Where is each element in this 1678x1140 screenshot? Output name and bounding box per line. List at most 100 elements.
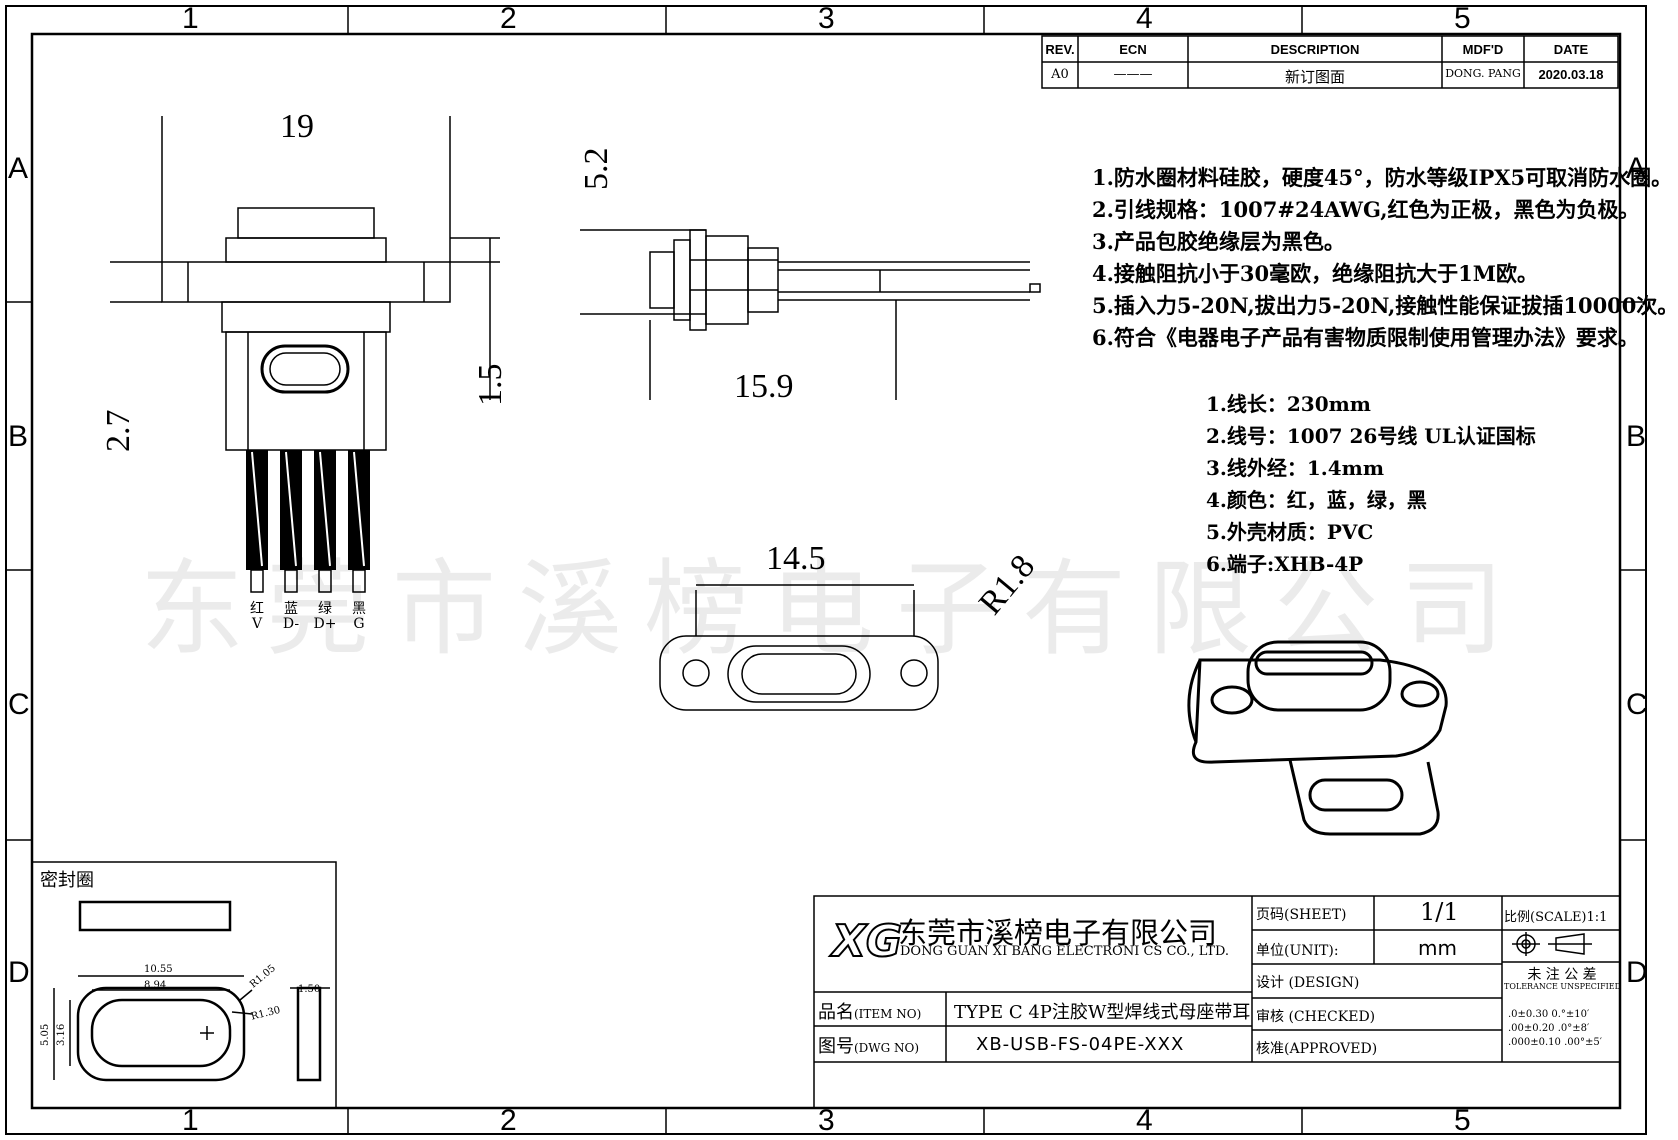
item-label-en: (ITEM NO) bbox=[854, 1007, 922, 1021]
svg-text:XG: XG bbox=[829, 916, 902, 967]
tolerance-row: .000±0.10 .00°±5′ bbox=[1508, 1037, 1603, 1048]
zone-column-1-bottom: 1 bbox=[182, 1104, 199, 1137]
approved-label: 核准(APPROVED) bbox=[1256, 1041, 1378, 1057]
wire-spec-item: 4.颜色：红，蓝，绿，黑 bbox=[1206, 488, 1427, 512]
wire-color-4: 黑 bbox=[352, 601, 366, 617]
zone-column-2-bottom: 2 bbox=[500, 1104, 517, 1137]
tolerance-table: .0±0.30 0.°±10′ .00±0.20 .0°±8′ .000±0.1… bbox=[1508, 1008, 1602, 1050]
wire-spec-item: 3.线外经：1.4mm bbox=[1206, 456, 1384, 480]
zone-column-5-bottom: 5 bbox=[1454, 1104, 1471, 1137]
zone-row-a: A bbox=[8, 152, 29, 185]
note-item: 4.接触阻抗小于30毫欧，绝缘阻抗大于1M欧。 bbox=[1092, 261, 1539, 286]
seal-detail bbox=[31, 861, 337, 1109]
dwg-label-cn: 图号 bbox=[818, 1036, 854, 1057]
scale-label: 比例(SCALE)1:1 bbox=[1504, 910, 1608, 925]
dim-front-height: 2.7 bbox=[100, 409, 137, 453]
description-value: 新订图面 bbox=[1284, 68, 1345, 86]
item-label-cn: 品名 bbox=[818, 1002, 854, 1023]
dim-side-length: 15.9 bbox=[734, 368, 794, 405]
front-wires bbox=[246, 450, 370, 593]
zone-column-3-bottom: 3 bbox=[818, 1104, 835, 1137]
tolerance-title-en: TOLERANCE UNSPECIFIED bbox=[1504, 982, 1622, 991]
company-name-en: DONG GUAN XI BANG ELECTRONI CS CO., LTD. bbox=[900, 944, 1230, 959]
company-watermark: 东莞市溪榜电子有限公司 bbox=[140, 548, 1527, 670]
tolerance-row: .00±0.20 .0°±8′ bbox=[1508, 1023, 1590, 1034]
modified-by-value: DONG. PANG bbox=[1445, 67, 1521, 80]
zone-dividers bbox=[6, 6, 1646, 1134]
sheet-label: 页码(SHEET) bbox=[1256, 907, 1347, 923]
flange-view bbox=[659, 584, 939, 711]
drawing-number-value: XB-USB-FS-04PE-XXX bbox=[976, 1034, 1185, 1055]
zone-column-5: 5 bbox=[1454, 2, 1471, 35]
dwg-label-en: (DWG NO) bbox=[854, 1041, 920, 1055]
item-value: TYPE C 4P注胶W型焊线式母座带耳 bbox=[954, 1002, 1251, 1023]
description-header: DESCRIPTION bbox=[1270, 42, 1360, 57]
tolerance-title-cn: 未 注 公 差 bbox=[1527, 967, 1597, 983]
dim-front-width: 19 bbox=[280, 108, 314, 145]
wire-signal-1: V bbox=[251, 616, 263, 632]
rev-value: A0 bbox=[1051, 67, 1069, 82]
dim-flange-width: 14.5 bbox=[766, 540, 826, 577]
technical-notes: 1.防水圈材料硅胶，硬度45°，防水等级IPX5可取消防水圈。 2.引线规格：1… bbox=[1092, 162, 1678, 354]
ecn-header: ECN bbox=[1119, 42, 1147, 57]
modified-by-header: MDF'D bbox=[1462, 42, 1504, 57]
sheet-value: 1/1 bbox=[1420, 898, 1459, 926]
zone-column-1: 1 bbox=[182, 2, 199, 35]
wire-color-2: 蓝 bbox=[284, 601, 298, 617]
note-item: 5.插入力5-20N,拔出力5-20N,接触性能保证拔插10000次。 bbox=[1092, 293, 1678, 318]
revision-table-grid bbox=[1041, 35, 1619, 89]
ecn-value: ——— bbox=[1113, 67, 1153, 82]
zone-row-d-right: D bbox=[1626, 956, 1648, 989]
zone-column-4: 4 bbox=[1136, 2, 1153, 35]
wire-spec-item: 6.端子:XHB-4P bbox=[1206, 552, 1364, 576]
zone-row-c-right: C bbox=[1626, 688, 1648, 721]
title-block-grid bbox=[813, 895, 1621, 1109]
seal-height-inner: 3.16 bbox=[56, 1023, 67, 1046]
isometric-view bbox=[1187, 640, 1448, 836]
rev-header: REV. bbox=[1045, 42, 1075, 57]
drawing-number-label: 图号(DWG NO) bbox=[818, 1032, 919, 1058]
checked-label: 审核 (CHECKED) bbox=[1256, 1009, 1376, 1025]
note-item: 1.防水圈材料硅胶，硬度45°，防水等级IPX5可取消防水圈。 bbox=[1092, 165, 1673, 190]
front-view bbox=[110, 116, 500, 451]
zone-column-4-bottom: 4 bbox=[1136, 1104, 1153, 1137]
wire-color-3: 绿 bbox=[318, 601, 332, 617]
seal-thickness: 1.50 bbox=[298, 984, 321, 995]
seal-title: 密封圈 bbox=[40, 870, 94, 891]
wire-color-1: 红 bbox=[250, 601, 264, 617]
side-view bbox=[580, 229, 1041, 400]
zone-row-c: C bbox=[8, 688, 30, 721]
date-header: DATE bbox=[1553, 42, 1589, 57]
zone-row-a-right: A bbox=[1626, 152, 1647, 185]
seal-outer-width: 10.55 bbox=[144, 964, 173, 975]
wire-specifications: 1.线长：230mm 2.线号：1007 26号线 UL认证国标 3.线外经：1… bbox=[1206, 388, 1536, 580]
seal-height-outer: 5.05 bbox=[40, 1023, 51, 1046]
wire-signal-2: D- bbox=[282, 616, 300, 632]
zone-row-b-right: B bbox=[1626, 420, 1647, 453]
zone-row-b: B bbox=[8, 420, 29, 453]
wire-signal-4: G bbox=[353, 616, 365, 632]
zone-column-2: 2 bbox=[500, 2, 517, 35]
tolerance-row: .0±0.30 0.°±10′ bbox=[1508, 1009, 1590, 1020]
zone-row-d: D bbox=[8, 956, 30, 989]
dim-side-height: 5.2 bbox=[578, 147, 615, 191]
item-label: 品名(ITEM NO) bbox=[818, 998, 921, 1024]
dim-front-offset: 1.5 bbox=[472, 363, 509, 407]
wire-spec-item: 5.外壳材质：PVC bbox=[1206, 520, 1374, 544]
wire-spec-item: 2.线号：1007 26号线 UL认证国标 bbox=[1206, 424, 1536, 448]
note-item: 3.产品包胶绝缘层为黑色。 bbox=[1092, 229, 1345, 254]
wire-spec-item: 1.线长：230mm bbox=[1206, 392, 1371, 416]
company-name-cn: 东莞市溪榜电子有限公司 bbox=[898, 916, 1218, 950]
note-item: 2.引线规格：1007#24AWG,红色为正极，黑色为负极。 bbox=[1092, 197, 1640, 222]
note-item: 6.符合《电器电子产品有害物质限制使用管理办法》要求。 bbox=[1092, 325, 1639, 350]
company-logo-icon: XG bbox=[828, 915, 903, 968]
unit-value: mm bbox=[1418, 936, 1457, 960]
date-value: 2020.03.18 bbox=[1538, 67, 1604, 82]
unit-label: 单位(UNIT): bbox=[1256, 943, 1339, 959]
seal-inner-width: 8.94 bbox=[144, 980, 167, 991]
design-label: 设计 (DESIGN) bbox=[1256, 975, 1360, 991]
wire-signal-3: D+ bbox=[313, 616, 337, 632]
projection-symbol-icon bbox=[1512, 932, 1592, 956]
zone-column-3: 3 bbox=[818, 2, 835, 35]
